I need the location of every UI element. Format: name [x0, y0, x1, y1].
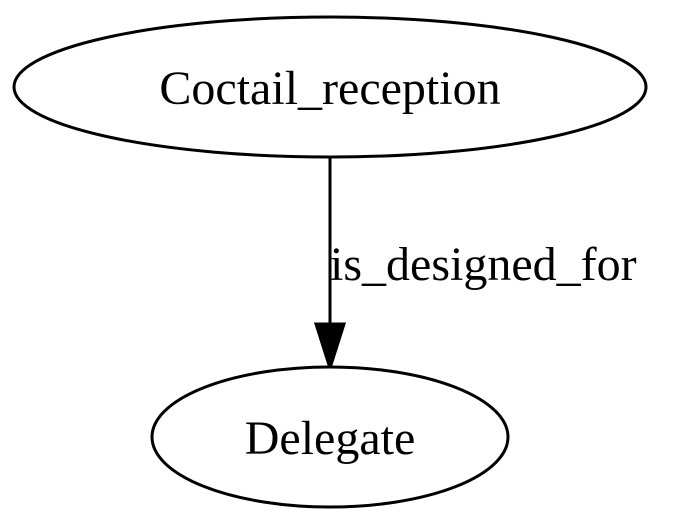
node-coctail-reception-label: Coctail_reception [159, 62, 500, 115]
edge-label: is_designed_for [330, 238, 637, 291]
node-delegate[interactable]: Delegate [150, 365, 510, 509]
node-coctail-reception[interactable]: Coctail_reception [12, 15, 648, 159]
node-delegate-label: Delegate [245, 412, 416, 465]
edge-arrowhead [313, 322, 347, 373]
edge-is-designed-for[interactable]: is_designed_for [313, 157, 637, 373]
node-delegate-shape [150, 365, 510, 509]
